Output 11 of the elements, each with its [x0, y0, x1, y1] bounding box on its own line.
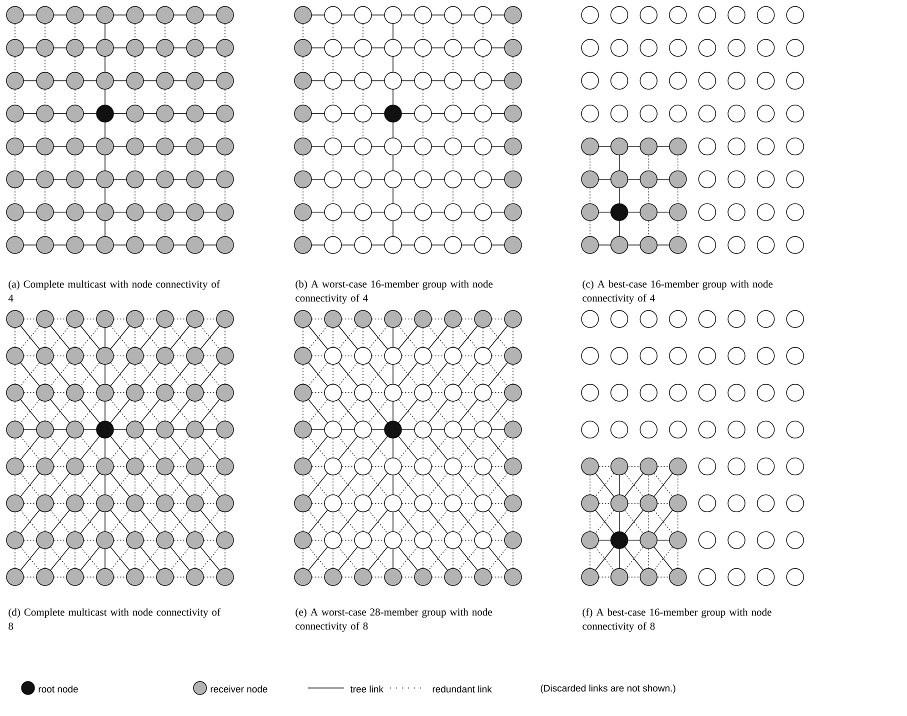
- caption: (b) A worst-case 16-member group with node connectivity of 4: [296, 280, 493, 304]
- legend-item: receiver node: [193, 681, 268, 695]
- caption: (d) Complete multicast with node connectivity of 8: [8, 608, 221, 630]
- caption: (c) A best-case 16-member group with node connectivity of 4: [582, 280, 773, 304]
- legend-item: tree link: [308, 686, 384, 692]
- caption: (f) A best-case 16-member group with node connectivity of 8: [582, 608, 772, 632]
- caption: (a) Complete multicast with node connectivity of 4: [8, 280, 220, 302]
- legend-item: redundant link: [390, 686, 492, 692]
- note: (Discarded links are not shown.): [540, 684, 676, 694]
- caption: (e) A worst-case 28-member group with node connectivity of 8: [296, 608, 492, 632]
- legend-item: root node: [21, 681, 78, 695]
